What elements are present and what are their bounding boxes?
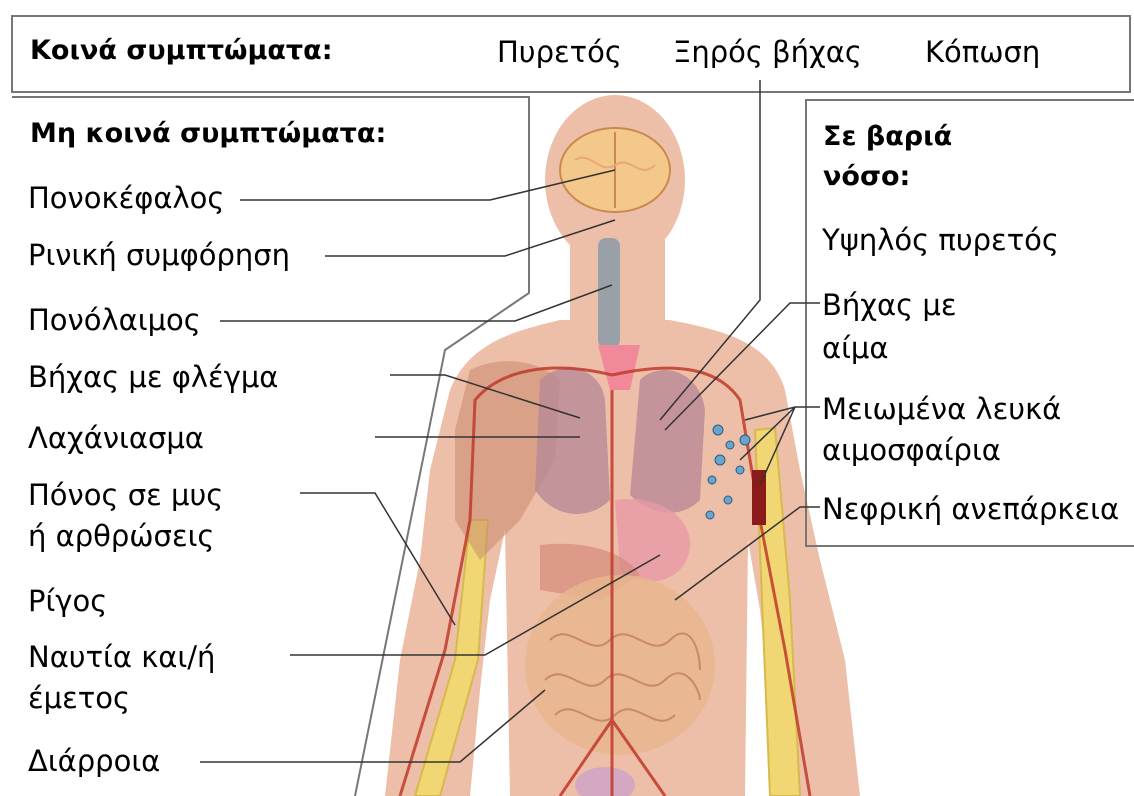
symptom-chills: Ρίγος xyxy=(28,583,107,619)
symptom-blood-cough-line1: Βήχας με xyxy=(822,287,957,323)
symptom-dry-cough: Ξηρός βήχας xyxy=(673,34,862,70)
symptom-muscle-pain-line1: Πόνος σε μυς xyxy=(28,477,223,513)
symptom-blood-cough-line2: αίμα xyxy=(822,330,889,366)
common-title: Κοινά συμπτώματα: xyxy=(30,34,333,68)
symptom-kidney-failure: Νεφρική ανεπάρκεια xyxy=(822,491,1134,527)
trachea xyxy=(598,238,620,348)
symptom-high-fever: Υψηλός πυρετός xyxy=(822,222,1059,258)
symptom-fatigue: Κόπωση xyxy=(925,34,1040,70)
symptom-phlegm-cough: Βήχας με φλέγμα xyxy=(28,359,278,395)
symptom-diarrhea: Διάρροια xyxy=(28,743,160,779)
leader-sore-throat xyxy=(220,285,612,321)
left-lung xyxy=(535,368,610,514)
intestines xyxy=(525,575,715,755)
symptom-fever: Πυρετός xyxy=(497,34,622,70)
symptom-nausea-line1: Ναυτία και/ή xyxy=(28,639,215,675)
kidney-bar xyxy=(752,470,766,525)
uncommon-title: Μη κοινά συμπτώματα: xyxy=(30,117,386,151)
severe-title-line2: νόσο: xyxy=(823,160,910,194)
symptom-shortness-of-breath: Λαχάνιασμα xyxy=(28,420,204,456)
symptom-low-wbc-line1: Μειωμένα λευκά xyxy=(822,391,1061,427)
symptom-nasal-congestion: Ρινική συμφόρηση xyxy=(28,237,290,273)
symptom-headache: Πονοκέφαλος xyxy=(28,180,224,216)
symptom-sore-throat: Πονόλαιμος xyxy=(28,302,201,338)
severe-title-line1: Σε βαριά xyxy=(823,120,952,154)
leader-diarrhea xyxy=(200,690,545,762)
symptom-muscle-pain-line2: ή αρθρώσεις xyxy=(28,518,214,554)
right-lung xyxy=(630,370,705,513)
symptom-low-wbc-line2: αιμοσφαίρια xyxy=(822,432,1001,468)
symptom-nausea-line2: έμετος xyxy=(28,680,130,716)
